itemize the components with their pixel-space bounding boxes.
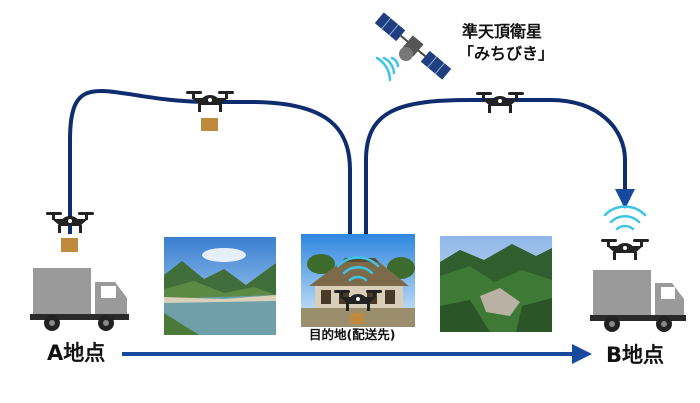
route-path-return <box>364 98 635 258</box>
package-icon <box>201 118 218 131</box>
satellite-icon <box>374 12 452 80</box>
route-path-outbound <box>68 89 360 265</box>
package-icon <box>350 313 364 324</box>
photo-mountain-village <box>440 236 552 332</box>
point-b-label: B地点 <box>606 343 665 367</box>
drone-icon <box>476 92 524 113</box>
package-icon <box>61 238 78 252</box>
drone-icon <box>601 239 649 260</box>
destination-signal-icon <box>336 256 380 282</box>
photo-river-valley <box>164 237 276 335</box>
truck-b-icon <box>590 270 686 332</box>
point-a-label: A地点 <box>47 341 106 365</box>
satellite-signal-icon <box>375 56 400 82</box>
satellite-label-line2: 「みちびき」 <box>458 44 555 63</box>
truck-a-icon <box>30 268 129 331</box>
destination-label: 目的地(配送先) <box>309 327 396 342</box>
drone-signal-icon <box>603 205 647 231</box>
satellite-label-line1: 準天頂衛星 <box>462 22 543 41</box>
